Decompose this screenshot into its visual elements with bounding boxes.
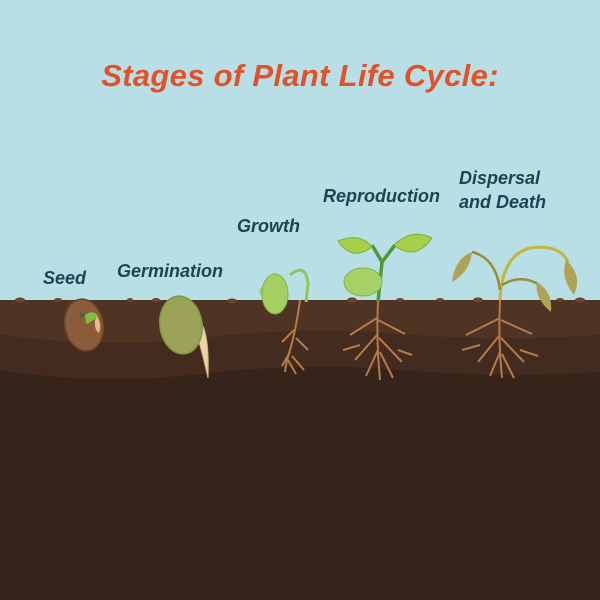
reproduction-illustration: [337, 233, 433, 381]
stage-label-dispersal-line2: and Death: [459, 192, 547, 212]
germination-illustration: [159, 295, 209, 379]
dispersal-and-death-illustration: [452, 245, 578, 379]
stage-label-dispersal: Dispersal and Death: [459, 166, 546, 214]
stage-label-germination: Germination: [117, 261, 224, 281]
growth-illustration: [259, 268, 310, 375]
stage-label-seed: Seed: [43, 268, 87, 288]
stage-label-growth: Growth: [237, 216, 300, 236]
page-title: Stages of Plant Life Cycle:: [101, 58, 499, 93]
stage-label-dispersal-line1: Dispersal: [459, 168, 541, 188]
seed-illustration: [64, 298, 104, 352]
stage-label-reproduction: Reproduction: [323, 186, 440, 206]
